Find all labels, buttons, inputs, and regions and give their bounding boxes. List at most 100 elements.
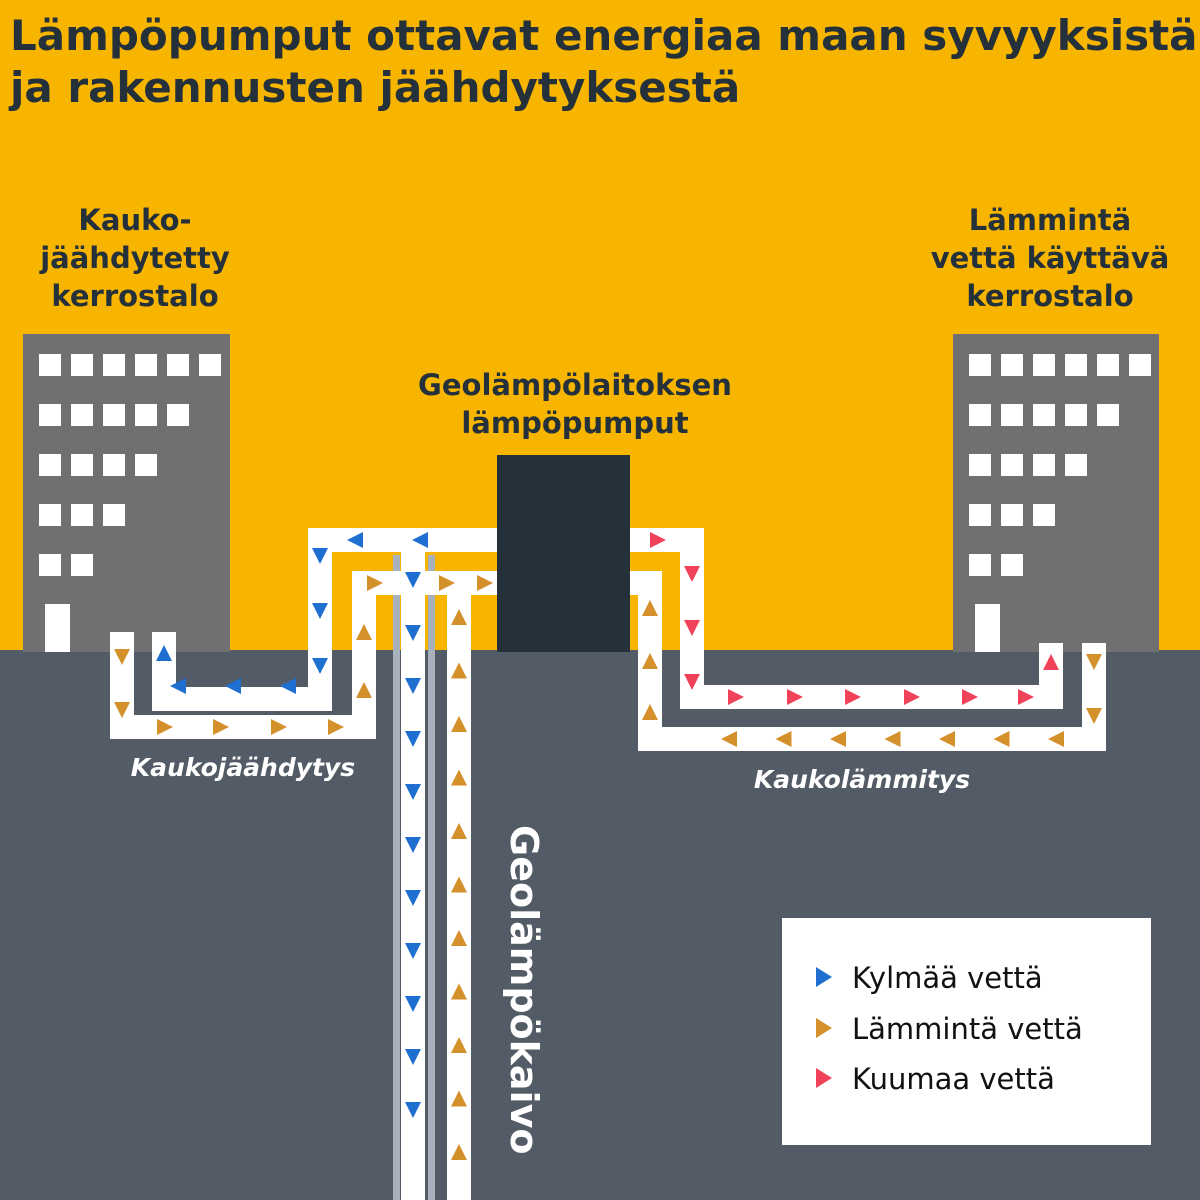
cold-flow-arrow [405, 890, 421, 906]
window [969, 504, 991, 526]
window [1001, 554, 1023, 576]
window [39, 354, 61, 376]
window [71, 354, 93, 376]
cold-flow-arrow [405, 1049, 421, 1065]
hot-flow-arrow [684, 674, 700, 690]
window [1033, 454, 1055, 476]
window [1001, 404, 1023, 426]
cold-flow-arrow [412, 532, 428, 548]
warm-flow-arrow [157, 719, 173, 735]
heating-pipe-label: Kaukolämmitys [754, 765, 970, 794]
plant-label-line-1: Geolämpölaitoksen [418, 368, 732, 402]
warm-flow-arrow [477, 575, 493, 591]
window [135, 354, 157, 376]
cold-flow-arrow [312, 603, 328, 619]
legend-item-hot: Kuumaa vettä [816, 1062, 1055, 1096]
right-building [953, 334, 1159, 652]
right-building-windows [969, 354, 1151, 576]
hot-flow-arrow [650, 532, 666, 548]
hot-flow-arrow [684, 566, 700, 582]
window [39, 404, 61, 426]
cold-flow-arrow [312, 658, 328, 674]
window [167, 354, 189, 376]
warm-flow-arrow [114, 649, 130, 665]
warm-flow-arrow [451, 823, 467, 839]
cold-flow-arrow [405, 1102, 421, 1118]
window [1097, 354, 1119, 376]
warm-flow-arrow [451, 876, 467, 893]
warm-flow-arrow [642, 704, 658, 720]
warm-flow-arrow [356, 624, 372, 640]
hot-flow-arrow [684, 620, 700, 636]
legend-box [782, 918, 1151, 1145]
warm-flow-arrow [271, 719, 287, 735]
plant-label-line-2: lämpöpumput [461, 406, 688, 440]
left-building-label-line-3: kerrostalo [51, 279, 218, 313]
cooling-cold-return-pipe [152, 528, 497, 711]
red-triangle-icon [816, 1068, 832, 1088]
window [167, 404, 189, 426]
warm-flow-arrow [830, 731, 846, 747]
left-building-label-line-1: Kauko- [78, 203, 191, 237]
well-label: Geolämpökaivo [502, 825, 546, 1154]
window [1129, 354, 1151, 376]
hot-flow-arrow [845, 689, 861, 705]
warm-flow-arrow [451, 1090, 467, 1107]
left-building [23, 334, 230, 652]
warm-flow-arrow [451, 930, 467, 946]
warm-flow-arrow [451, 1037, 467, 1053]
hot-flow-arrow [787, 689, 803, 705]
window [71, 504, 93, 526]
window [103, 454, 125, 476]
window [1065, 454, 1087, 476]
right-building-label-line-1: Lämmintä [969, 203, 1132, 237]
well-casing-left [393, 555, 400, 1200]
warm-flow-arrow [721, 731, 737, 747]
window [969, 454, 991, 476]
window [103, 404, 125, 426]
warm-flow-arrow [993, 731, 1010, 747]
window [199, 354, 221, 376]
cooling-pipe-label: Kaukojäähdytys [131, 753, 355, 782]
cold-flow-arrow [405, 943, 421, 959]
flow-arrows [114, 532, 1102, 1160]
warm-flow-arrow [642, 600, 658, 616]
legend-item-warm: Lämmintä vettä [816, 1012, 1083, 1046]
legend-label-cold: Kylmää vettä [852, 961, 1043, 995]
warm-flow-arrow [451, 716, 467, 732]
left-building-windows [39, 354, 221, 576]
legend-label-hot: Kuumaa vettä [852, 1062, 1055, 1096]
title-line-1: Lämpöpumput ottavat energiaa maan syvyyk… [10, 11, 1198, 60]
hot-flow-arrow [1043, 654, 1059, 670]
cold-flow-arrow [225, 678, 241, 694]
warm-flow-arrow [367, 575, 383, 591]
window [103, 354, 125, 376]
warm-flow-arrow [356, 682, 372, 698]
window [1033, 354, 1055, 376]
right-building-label: Lämmintä vettä käyttävä kerrostalo [931, 203, 1170, 313]
window [969, 354, 991, 376]
cold-flow-arrow [156, 645, 172, 661]
hot-flow-arrow [1018, 689, 1034, 705]
window [103, 504, 125, 526]
left-building-door [45, 604, 70, 652]
warm-flow-arrow [642, 653, 658, 669]
window [969, 554, 991, 576]
cold-flow-arrow [405, 837, 421, 853]
window [135, 454, 157, 476]
hot-flow-arrow [904, 689, 920, 705]
warm-flow-arrow [884, 731, 901, 747]
warm-flow-arrow [939, 731, 955, 747]
warm-flow-arrow [451, 1144, 467, 1160]
window [39, 554, 61, 576]
window [1033, 404, 1055, 426]
warm-flow-arrow [1086, 654, 1102, 670]
warm-flow-arrow [451, 609, 467, 625]
warm-flow-arrow [451, 983, 467, 1000]
window [71, 404, 93, 426]
cold-flow-arrow [405, 731, 421, 747]
cold-flow-arrow [405, 625, 421, 641]
window [1097, 404, 1119, 426]
title-line-2: ja rakennusten jäähdytyksestä [8, 63, 740, 112]
